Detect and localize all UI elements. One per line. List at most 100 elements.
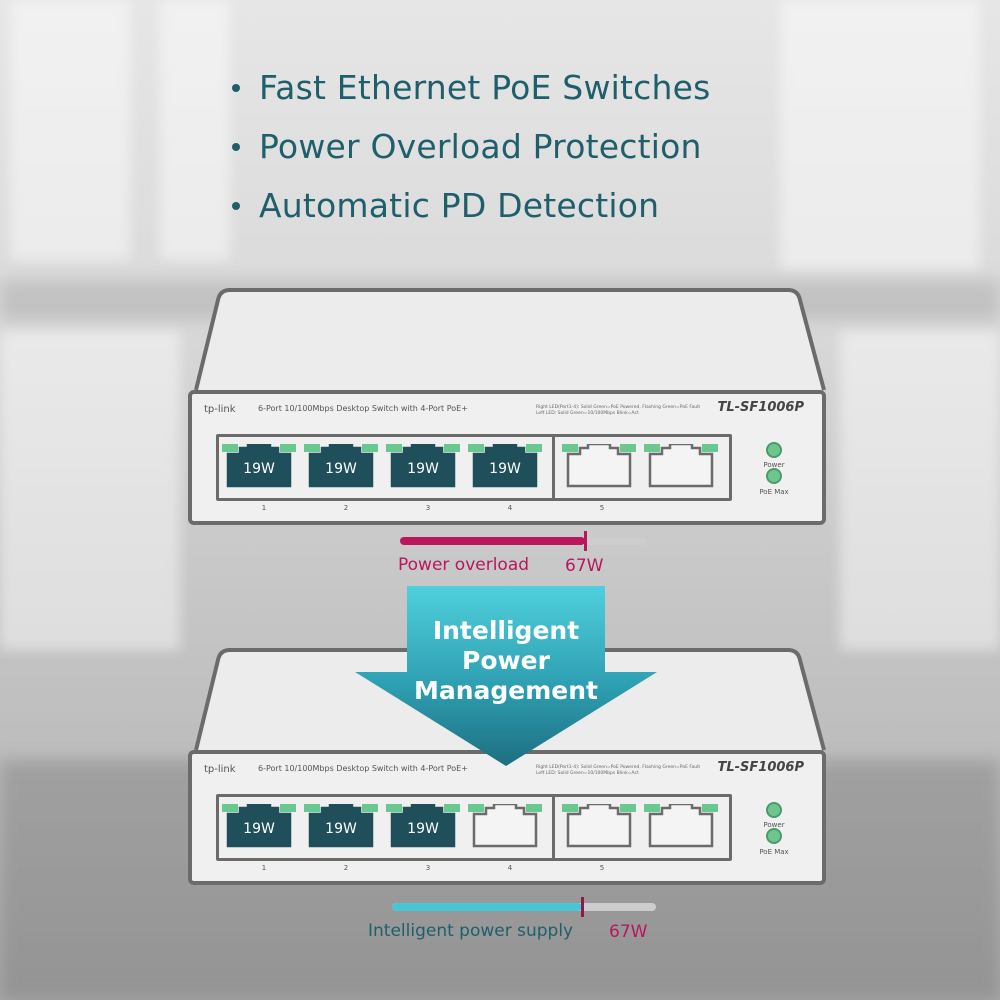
intelligent-supply-meter <box>392 897 656 917</box>
ethernet-port-empty <box>562 804 636 848</box>
led-legend-line: Left LED: Solid Green=10/100Mbps Blink=A… <box>536 411 639 416</box>
model-name: TL-SF1006P <box>717 760 805 775</box>
arrow-text-line: Power <box>462 646 550 675</box>
port-number: 3 <box>425 504 431 512</box>
power-overload-caption: Power overload <box>398 555 530 575</box>
power-led-icon <box>766 442 782 458</box>
port-number: 2 <box>343 504 349 512</box>
port-poe-led-icon <box>280 804 296 812</box>
brand-logo: tp-link <box>204 764 236 775</box>
port-link-led-icon <box>386 804 402 812</box>
port-link-led-icon <box>304 804 320 812</box>
poe-port-active: 19W <box>304 804 378 848</box>
port-number: 1 <box>261 864 267 872</box>
port-link-led-icon <box>222 804 238 812</box>
arrow-text: Intelligent Power Management <box>355 616 657 706</box>
brand-logo: tp-link <box>204 404 236 415</box>
port-link-led-icon <box>304 444 320 452</box>
poe-port-active: 19W <box>222 444 296 488</box>
arrow-text-line: Management <box>413 676 599 705</box>
port-poe-led-icon <box>526 444 542 452</box>
power-limit-tick <box>581 897 585 917</box>
port-poe-led-icon <box>362 804 378 812</box>
switch-top-cover <box>194 288 826 391</box>
bullet-dot-icon <box>232 201 240 210</box>
port-power-label: 19W <box>243 461 275 477</box>
model-name: TL-SF1006P <box>717 400 805 415</box>
port-power-label: 19W <box>243 821 275 837</box>
led-legend: Right LED(Port1-4): Solid Green=PoE Powe… <box>536 405 700 417</box>
rj45-port-icon <box>308 444 374 488</box>
ethernet-port-empty <box>468 804 542 848</box>
background-window-pane <box>840 330 1000 650</box>
poe-port-active: 19W <box>304 444 378 488</box>
port-number: 3 <box>425 864 431 872</box>
rj45-port-icon <box>226 804 292 848</box>
port-poe-led-icon <box>280 444 296 452</box>
port-link-led-icon <box>644 804 660 812</box>
port-link-led-icon <box>468 804 484 812</box>
power-limit-tick <box>583 531 587 551</box>
rj45-port-icon <box>390 804 456 848</box>
rj45-port-icon <box>566 804 632 848</box>
rj45-port-icon <box>308 804 374 848</box>
port-number: 4 <box>507 864 513 872</box>
power-overload-value: 67W <box>565 556 604 576</box>
port-power-label: 19W <box>407 821 439 837</box>
led-legend-line: Left LED: Solid Green=10/100Mbps Blink=A… <box>536 771 639 776</box>
poe-max-led-icon <box>766 468 782 484</box>
background-window-pane <box>10 0 130 260</box>
led-legend-line: Right LED(Port1-4): Solid Green=PoE Powe… <box>536 405 701 410</box>
port-number: 5 <box>599 864 605 872</box>
rj45-port-icon <box>226 444 292 488</box>
port-link-led-icon <box>222 444 238 452</box>
rj45-port-icon <box>390 444 456 488</box>
down-arrow-icon <box>355 586 657 766</box>
feature-text: Power Overload Protection <box>259 127 702 166</box>
port-poe-led-icon <box>702 444 718 452</box>
ethernet-port-empty <box>644 444 718 488</box>
port-number: 4 <box>507 504 513 512</box>
port-poe-led-icon <box>702 804 718 812</box>
port-power-label: 19W <box>407 461 439 477</box>
rj45-port-icon <box>472 804 538 848</box>
port-poe-led-icon <box>362 444 378 452</box>
port-number: 5 <box>599 504 605 512</box>
bullet-dot-icon <box>232 142 240 151</box>
feature-item: Fast Ethernet PoE Switches <box>232 58 711 117</box>
rj45-port-icon <box>566 444 632 488</box>
led-legend-line: Right LED(Port1-4): Solid Green=PoE Powe… <box>536 765 701 770</box>
switch-description: 6-Port 10/100Mbps Desktop Switch with 4-… <box>258 764 468 773</box>
rj45-port-icon <box>472 444 538 488</box>
poe-max-led-label: PoE Max <box>759 848 789 856</box>
power-led-label: Power <box>763 821 785 829</box>
ethernet-port-empty <box>562 444 636 488</box>
poe-port-active: 19W <box>386 444 460 488</box>
background-window-pane <box>780 0 980 270</box>
feature-list: Fast Ethernet PoE Switches Power Overloa… <box>232 58 711 235</box>
port-power-label: 19W <box>489 461 521 477</box>
port-number: 2 <box>343 864 349 872</box>
port-power-label: 19W <box>325 461 357 477</box>
power-led-label: Power <box>763 461 785 469</box>
poe-port-active: 19W <box>386 804 460 848</box>
intelligent-supply-caption: Intelligent power supply <box>368 921 574 941</box>
poe-max-led-label: PoE Max <box>759 488 789 496</box>
power-meter-fill <box>400 537 585 545</box>
switch-front-panel: tp-link 6-Port 10/100Mbps Desktop Switch… <box>188 750 826 885</box>
port-poe-led-icon <box>526 804 542 812</box>
switch-illustration-managed: tp-link 6-Port 10/100Mbps Desktop Switch… <box>188 642 828 892</box>
port-poe-led-icon <box>620 804 636 812</box>
poe-port-active: 19W <box>468 444 542 488</box>
port-link-led-icon <box>644 444 660 452</box>
switch-front-panel: tp-link 6-Port 10/100Mbps Desktop Switch… <box>188 390 826 525</box>
port-poe-led-icon <box>444 804 460 812</box>
port-poe-led-icon <box>444 444 460 452</box>
feature-text: Fast Ethernet PoE Switches <box>259 68 711 107</box>
power-overload-meter <box>400 531 646 551</box>
switch-description: 6-Port 10/100Mbps Desktop Switch with 4-… <box>258 404 468 413</box>
intelligent-supply-value: 67W <box>609 922 648 942</box>
switch-illustration-overload: tp-link 6-Port 10/100Mbps Desktop Switch… <box>188 282 828 532</box>
feature-item: Automatic PD Detection <box>232 176 711 235</box>
